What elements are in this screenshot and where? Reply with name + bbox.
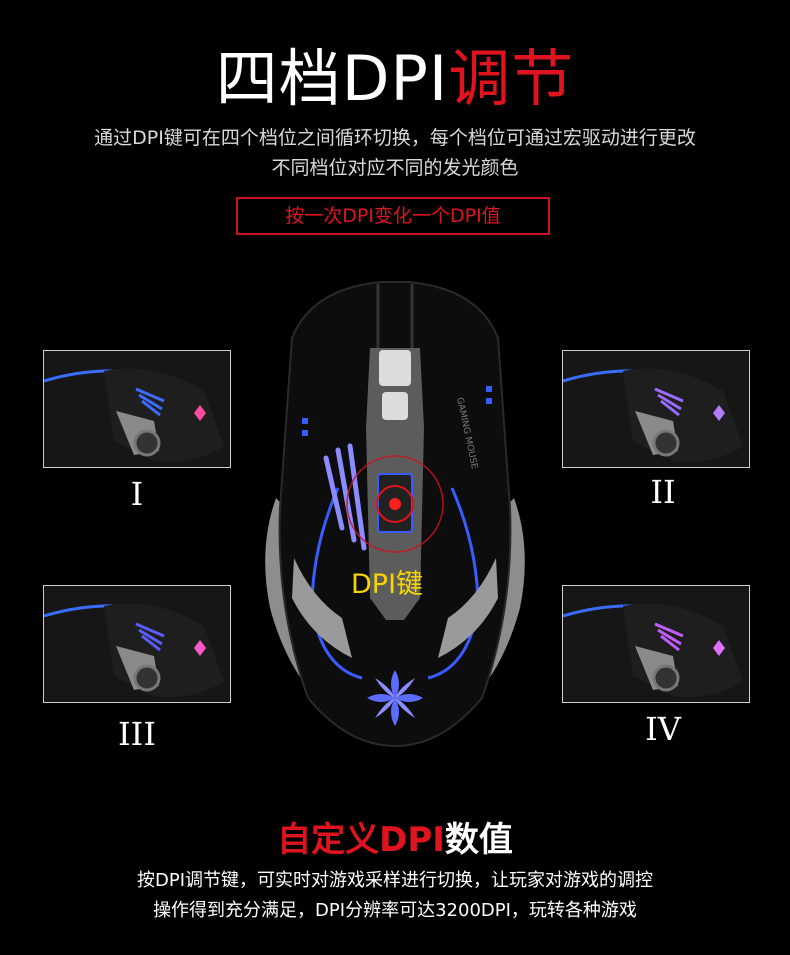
dpi-target-inner-ring (376, 485, 414, 523)
gear-thumbnail-4 (562, 585, 750, 703)
mouse-photo-icon (563, 586, 749, 702)
description-line-1: 通过DPI键可在四个档位之间循环切换，每个档位可通过宏驱动进行更改 (94, 127, 696, 149)
gear-thumbnail-2 (562, 350, 750, 468)
dpi-button-label: DPI键 (351, 569, 424, 600)
section-title: 自定义DPI数值 (0, 812, 790, 861)
gear-label-4: IV (645, 710, 681, 748)
page-title: 四档DPI调节 (0, 42, 790, 116)
section-title-accent: 自定义DPI (277, 820, 445, 860)
mouse-product: GAMING MOUSE (252, 278, 538, 752)
mouse-photo-icon (44, 351, 230, 467)
gear-thumbnail-3 (43, 585, 231, 703)
gear-label-2: II (650, 473, 676, 511)
section-title-main: 数值 (444, 820, 513, 860)
gear-label-1: I (130, 475, 144, 513)
hint-box: 按一次DPI变化一个DPI值 (236, 197, 550, 235)
page-title-main: 四档DPI (215, 42, 449, 115)
gear-thumbnail-1 (43, 350, 231, 468)
page-title-accent: 调节 (448, 42, 575, 115)
mouse-photo-icon (563, 351, 749, 467)
gear-label-3: III (118, 715, 156, 753)
dpi-target-dot (389, 498, 401, 510)
mouse-photo-icon (44, 586, 230, 702)
dpi-target-ring (346, 455, 444, 553)
body-line-2: 操作得到充分满足，DPI分辨率可达3200DPI，玩转各种游戏 (153, 900, 637, 921)
gaming-mouse-icon: GAMING MOUSE (265, 281, 525, 748)
body-line-1: 按DPI调节键，可实时对游戏采样进行切换，让玩家对游戏的调控 (136, 870, 654, 891)
logo-icon (367, 670, 423, 726)
description-line-2: 不同档位对应不同的发光颜色 (271, 157, 519, 179)
